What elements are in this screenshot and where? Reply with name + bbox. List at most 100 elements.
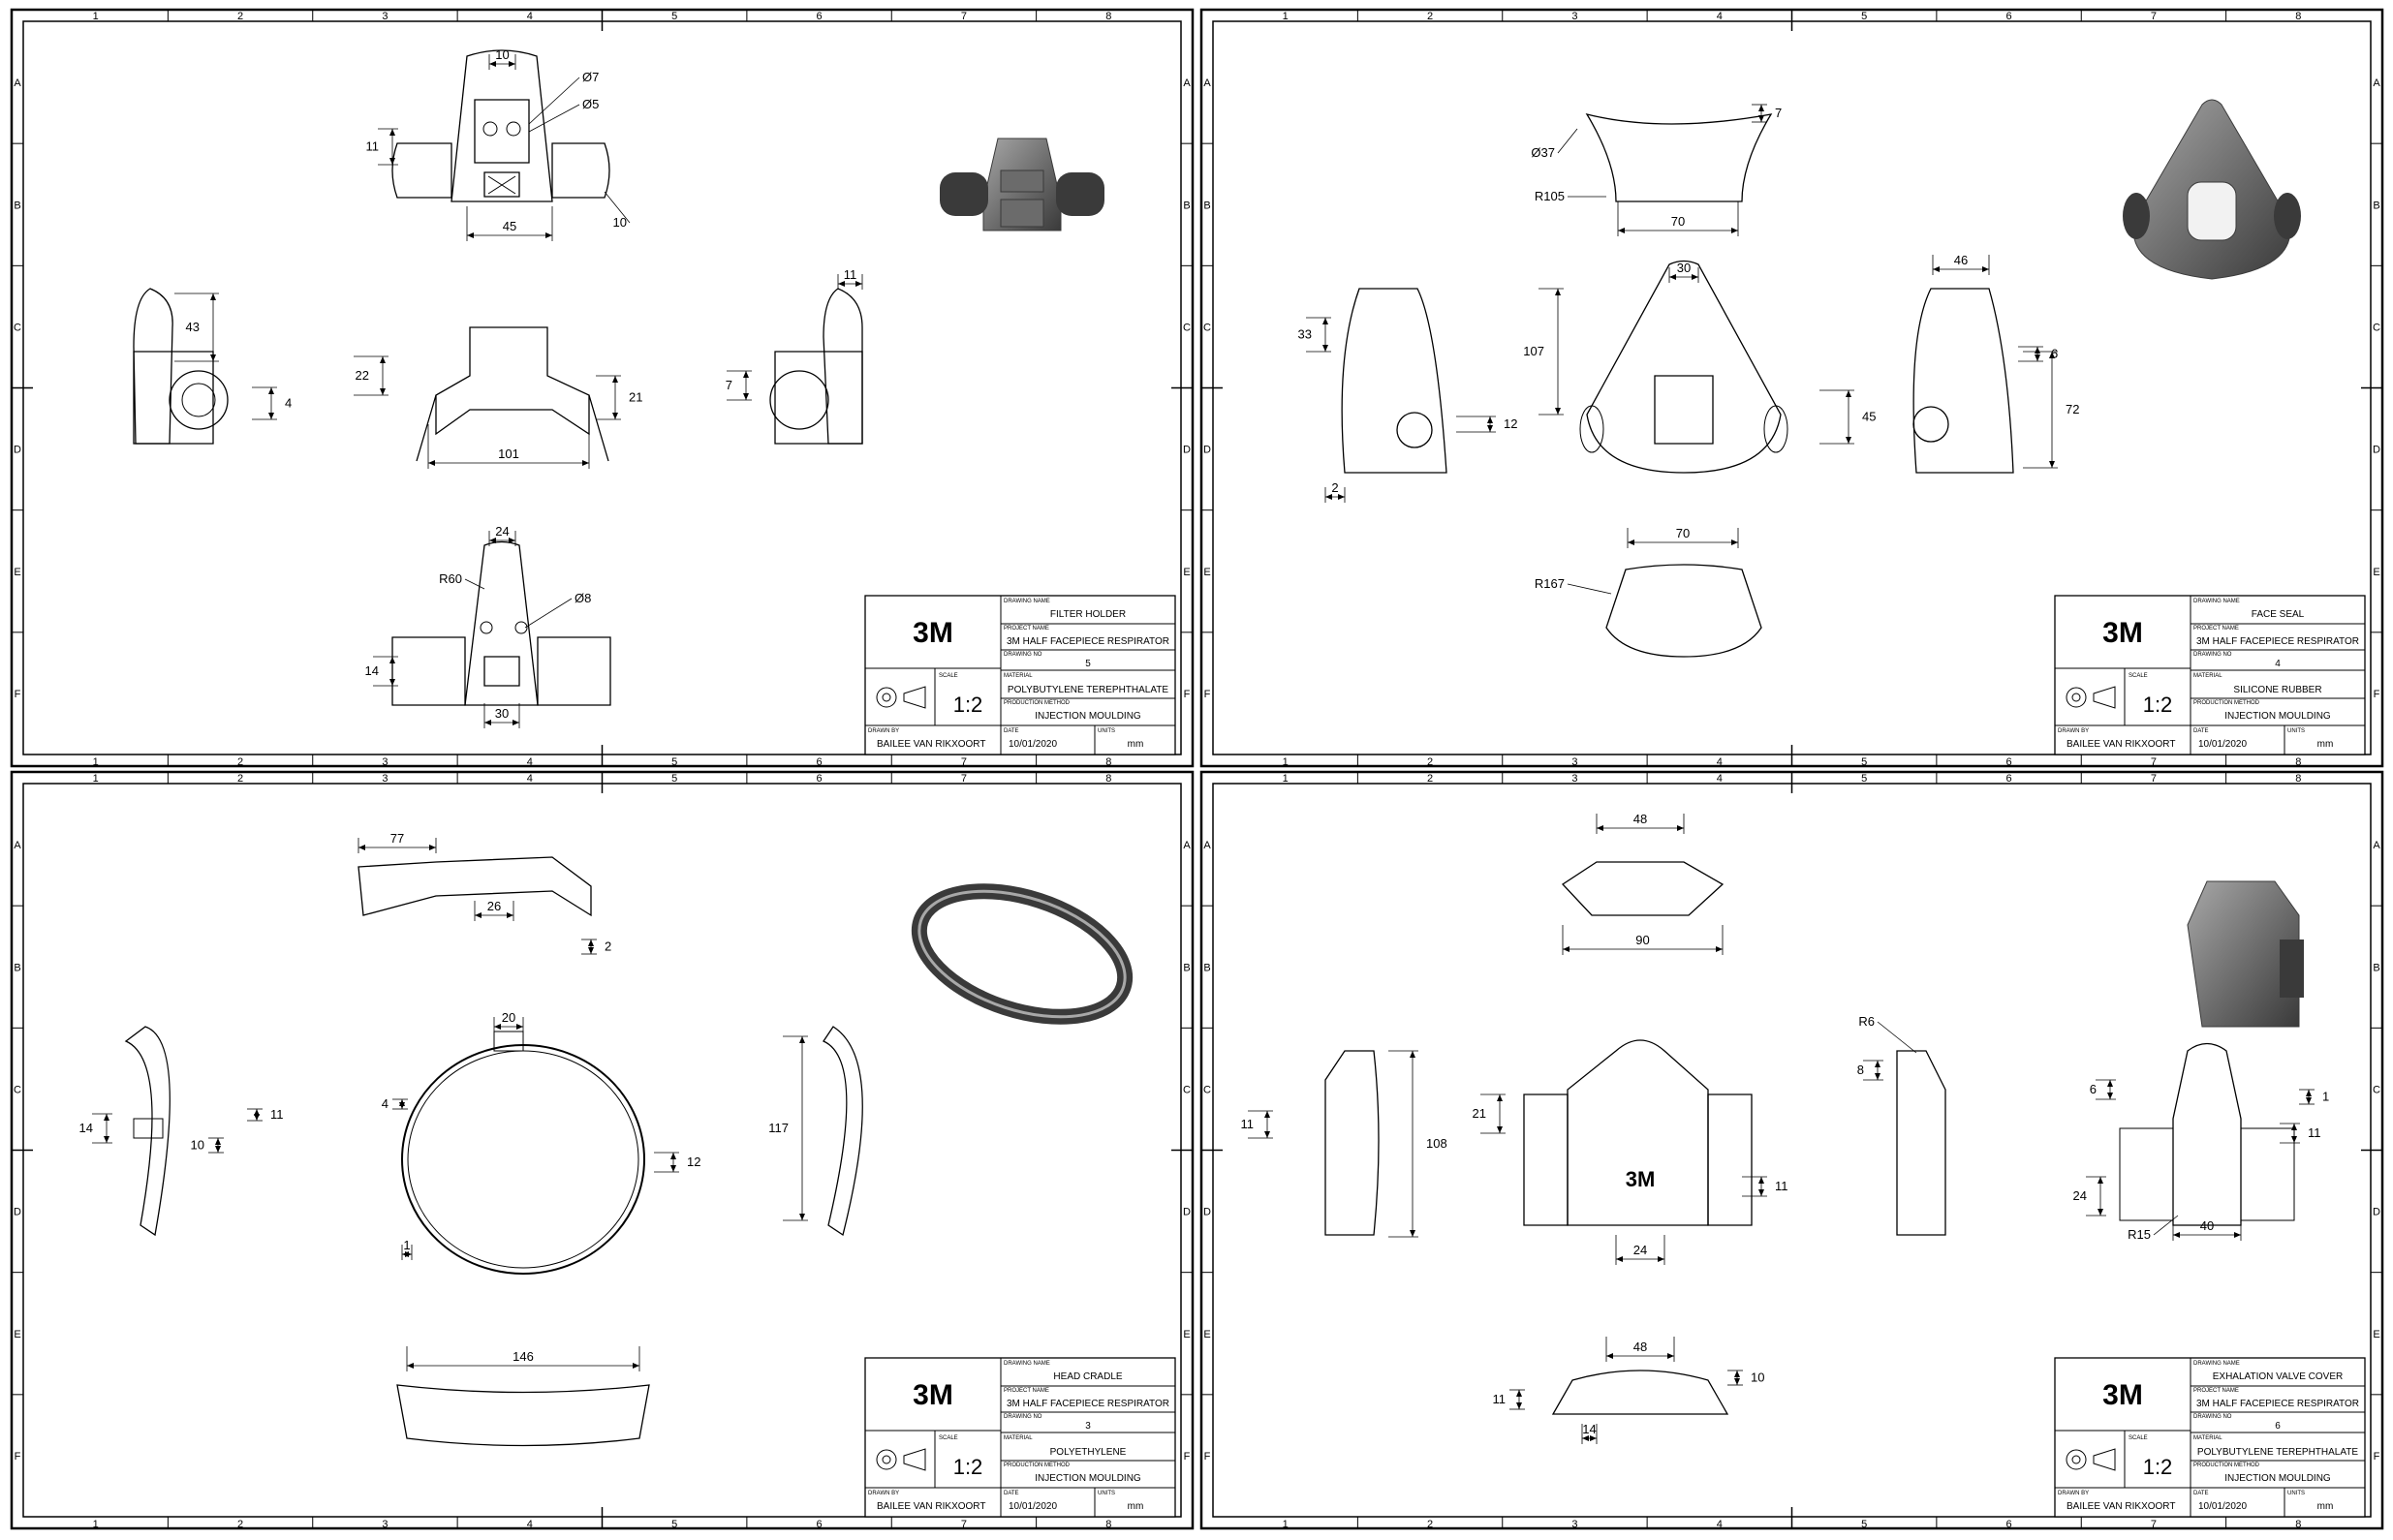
zone-column-label-bottom: 7 xyxy=(2151,756,2157,768)
dimension-label: 10 xyxy=(495,47,509,62)
strap-slot xyxy=(133,1118,164,1139)
filter-holder-side-port xyxy=(133,351,214,445)
dimension-label: 4 xyxy=(285,396,292,411)
zone-row-label-right: C xyxy=(2373,322,2380,333)
dimension-label: 117 xyxy=(768,1121,789,1135)
dimension-label: 70 xyxy=(1676,526,1690,540)
zone-column-label-top: 4 xyxy=(527,773,533,785)
material-label: MATERIAL xyxy=(1004,673,1033,679)
dimension-arrow xyxy=(1338,494,1345,500)
dimension-arrow xyxy=(1516,1390,1522,1397)
side-view xyxy=(133,288,229,445)
dimension-arrow xyxy=(855,281,862,287)
drawing-no-label: DRAWING NO xyxy=(1004,652,1042,658)
zone-row-label-right: C xyxy=(1183,322,1191,333)
zone-column-label-top: 5 xyxy=(1861,773,1867,785)
dimension-label: 14 xyxy=(1582,1422,1596,1436)
zone-column-label-top: 4 xyxy=(1717,773,1723,785)
scale-value: 1:2 xyxy=(2143,693,2173,717)
dimension-label: 70 xyxy=(1671,214,1685,229)
dimension-arrow xyxy=(389,129,395,136)
dimension-arrow xyxy=(1677,825,1684,831)
filter-port-back-right xyxy=(537,636,611,706)
dimension-label: 6 xyxy=(2090,1082,2097,1096)
leader-line xyxy=(528,104,580,133)
dimension-arrow xyxy=(389,657,395,663)
drawing-no-value: 6 xyxy=(2275,1421,2281,1432)
port-ring xyxy=(169,370,229,430)
hole xyxy=(514,621,528,634)
zone-row-label-right: F xyxy=(1184,689,1191,700)
zone-column-label-top: 3 xyxy=(382,11,388,22)
dimension-arrow xyxy=(1846,390,1851,397)
dimension-arrow xyxy=(1582,1435,1589,1441)
dimension-arrow xyxy=(507,912,513,918)
dimension-label: 1 xyxy=(2322,1090,2329,1104)
dimension-arrow xyxy=(1758,1177,1764,1184)
front-view xyxy=(401,1031,645,1275)
dimension-label: 10 xyxy=(613,215,627,230)
dimension-arrow xyxy=(1410,1051,1415,1058)
head-cradle-side xyxy=(124,1026,171,1237)
dimension-arrow xyxy=(2291,1136,2297,1143)
strap-slot xyxy=(493,1031,524,1052)
zone-row-label-left: C xyxy=(14,1084,21,1095)
units-label: UNITS xyxy=(1098,728,1115,734)
dimension-arrow xyxy=(545,232,552,238)
filter-holder-plate xyxy=(474,99,530,164)
drawing-name-label: DRAWING NAME xyxy=(1004,1361,1050,1367)
dimension-label: R15 xyxy=(2128,1227,2151,1242)
dimension-label: R60 xyxy=(439,571,462,586)
zone-column-label-top: 2 xyxy=(1427,11,1433,22)
zone-column-label-top: 3 xyxy=(1571,773,1577,785)
dimension-label: 7 xyxy=(726,378,732,392)
bottom-view xyxy=(1605,564,1762,658)
material-value: POLYETHYLENE xyxy=(1050,1447,1127,1458)
drawing-no-value: 5 xyxy=(1085,659,1091,669)
drawing-no-label: DRAWING NO xyxy=(2193,1414,2232,1420)
dimension-arrow xyxy=(670,1153,676,1159)
leader-line xyxy=(1557,128,1578,154)
dimension-arrow xyxy=(268,413,274,419)
zone-column-label-bottom: 4 xyxy=(1717,1519,1723,1530)
face-seal-right xyxy=(1912,288,2014,474)
side-view xyxy=(1341,288,1447,474)
dimension-arrow xyxy=(1606,1353,1613,1359)
units-label: UNITS xyxy=(2287,1491,2305,1496)
zone-row-label-right: E xyxy=(2373,567,2379,578)
zone-row-label-right: E xyxy=(2373,1329,2379,1340)
zone-column-label-bottom: 1 xyxy=(1283,1519,1289,1530)
zone-row-label-left: B xyxy=(14,200,20,211)
dimension-arrow xyxy=(1734,1378,1740,1385)
dimension-label: 24 xyxy=(1633,1243,1647,1257)
leader-line xyxy=(2153,1215,2179,1236)
zone-row-label-left: D xyxy=(14,445,21,456)
dimension-arrow xyxy=(1497,1126,1503,1133)
zone-row-label-right: D xyxy=(2373,445,2380,456)
dimension-arrow xyxy=(799,1214,805,1220)
zone-column-label-bottom: 4 xyxy=(1717,756,1723,768)
zone-column-label-bottom: 7 xyxy=(961,756,967,768)
filter-holder-window xyxy=(483,656,520,687)
drawing-name-value: EXHALATION VALVE COVER xyxy=(2213,1371,2343,1382)
dimension-label: R6 xyxy=(1858,1014,1875,1029)
dimension-label: 90 xyxy=(1635,933,1649,947)
drawing-name-value: HEAD CRADLE xyxy=(1053,1371,1122,1382)
leader-line xyxy=(604,191,631,224)
zone-row-label-left: C xyxy=(1203,1084,1211,1095)
zone-row-label-right: F xyxy=(2374,1451,2380,1463)
dimension-arrow xyxy=(210,354,216,361)
zone-row-label-left: A xyxy=(1203,840,1211,851)
dimension-arrow xyxy=(1590,1435,1597,1441)
units-value: mm xyxy=(2317,739,2334,750)
units-label: UNITS xyxy=(2287,728,2305,734)
zone-row-label-left: C xyxy=(1203,322,1211,333)
project-name-label: PROJECT NAME xyxy=(2193,626,2239,631)
right-side-view xyxy=(1912,288,2014,474)
front-view: 3M xyxy=(1523,1039,1753,1226)
production-method-value: INJECTION MOULDING xyxy=(2224,1473,2331,1484)
dimension-label: 21 xyxy=(629,390,642,405)
